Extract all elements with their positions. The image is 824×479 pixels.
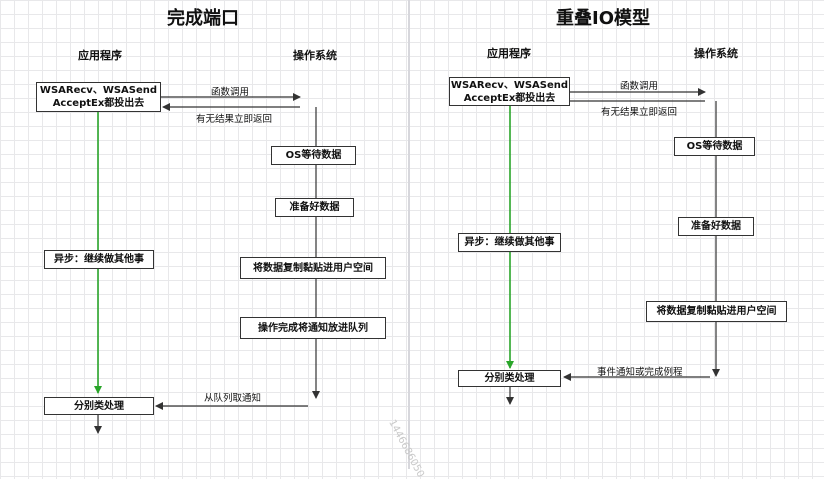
os-wait-box: OS等待数据 — [674, 137, 755, 156]
label-call: 函数调用 — [211, 87, 250, 98]
column-header-os: 操作系统 — [694, 47, 738, 60]
label-return: 有无结果立即返回 — [196, 114, 273, 125]
label-fetch: 从队列取通知 — [204, 393, 262, 404]
iocp-panel: 完成端口 应用程序 操作系统 WSARecv、WSASend AcceptEx都… — [0, 0, 410, 469]
panel-divider — [408, 0, 410, 469]
async-box: 异步：继续做其他事 — [458, 233, 561, 252]
page-title: 完成端口 — [167, 8, 239, 29]
call-box: WSARecv、WSASend AcceptEx都投出去 — [449, 77, 570, 106]
data-ready-box: 准备好数据 — [678, 217, 754, 236]
async-box: 异步：继续做其他事 — [44, 250, 154, 269]
column-header-app: 应用程序 — [78, 49, 122, 62]
data-ready-box: 准备好数据 — [275, 198, 354, 217]
handle-box: 分别类处理 — [44, 397, 154, 415]
label-call: 函数调用 — [620, 81, 659, 92]
call-box-line-1: WSARecv、WSASend — [450, 79, 569, 91]
call-box-line-2: AcceptEx都投出去 — [52, 98, 145, 109]
call-box: WSARecv、WSASend AcceptEx都投出去 — [36, 82, 161, 112]
column-header-os: 操作系统 — [293, 49, 337, 62]
call-box-line-2: AcceptEx都投出去 — [463, 92, 556, 104]
os-wait-box: OS等待数据 — [271, 146, 356, 165]
label-notify: 事件通知或完成例程 — [597, 367, 683, 378]
copy-to-user-box: 将数据复制黏贴进用户空间 — [240, 257, 386, 279]
queue-notify-box: 操作完成将通知放进队列 — [240, 317, 386, 339]
overlapped-io-panel: 重叠IO模型 应用程序 操作系统 WSARecv、WSASend AcceptE… — [410, 0, 824, 469]
page-title: 重叠IO模型 — [556, 8, 650, 29]
column-header-app: 应用程序 — [487, 47, 531, 60]
label-return: 有无结果立即返回 — [601, 107, 678, 118]
call-box-line-1: WSARecv、WSASend — [39, 85, 158, 96]
copy-to-user-box: 将数据复制黏贴进用户空间 — [646, 301, 787, 322]
handle-box: 分别类处理 — [458, 370, 561, 387]
